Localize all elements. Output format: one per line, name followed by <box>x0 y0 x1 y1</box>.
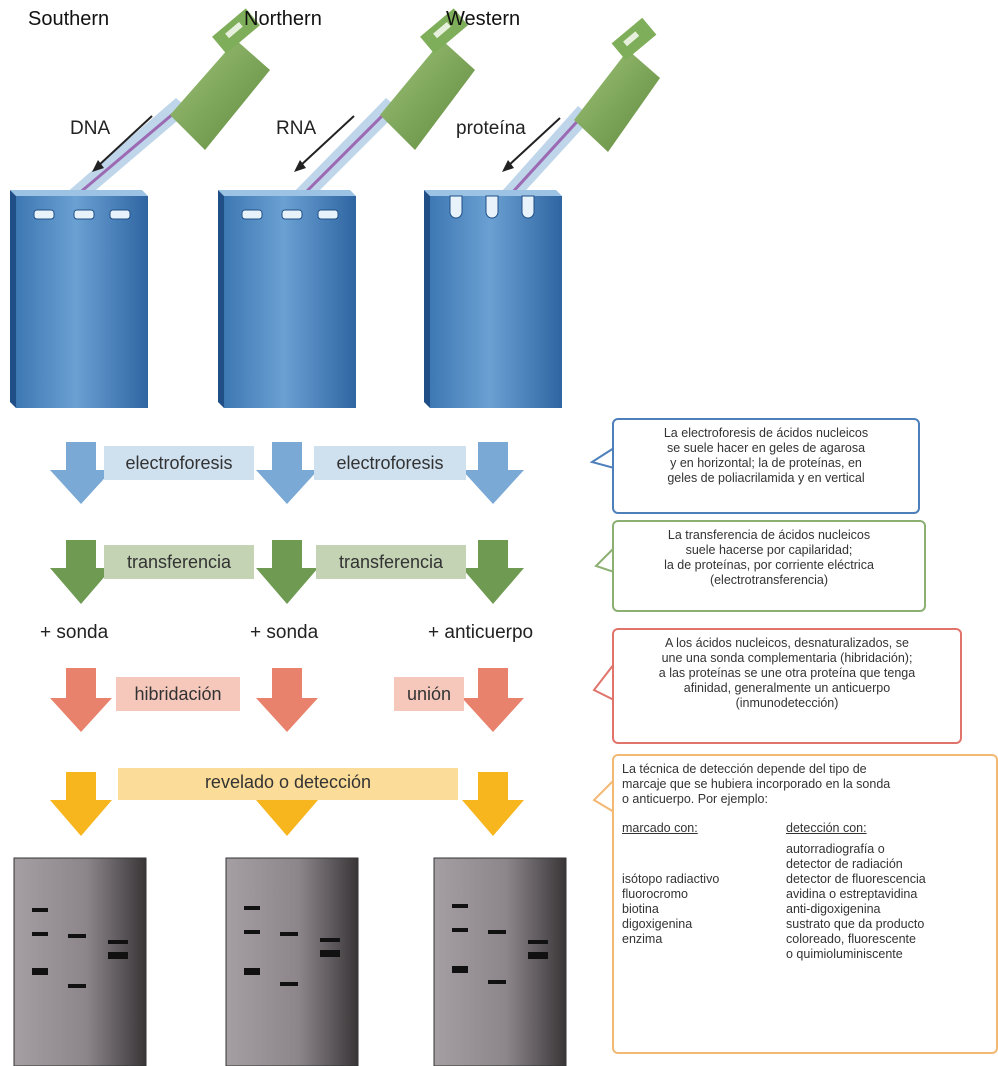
title-western: Western <box>446 8 521 30</box>
column-deteccion: detección con: autorradiografía o detect… <box>786 821 988 962</box>
note-line: o anticuerpo. Por ejemplo: <box>622 792 768 806</box>
marcado-item: fluorocromo <box>622 887 688 901</box>
note-line: La técnica de detección depende del tipo… <box>622 762 867 776</box>
note-line: se suele hacer en geles de agarosa <box>666 441 866 455</box>
sample-arrow-dna <box>92 115 153 172</box>
label-anticuerpo: + anticuerpo <box>428 622 534 643</box>
gel-southern <box>10 190 148 408</box>
title-southern: Southern <box>28 8 110 30</box>
note-line: A los ácidos nucleicos, desnaturalizados… <box>665 636 909 650</box>
note-line: y en horizontal; la de proteínas, en <box>670 456 862 470</box>
sample-arrow-rna <box>294 115 355 172</box>
marcado-item: digoxigenina <box>622 917 693 931</box>
note-line: (electrotransferencia) <box>709 573 829 587</box>
header-deteccion: detección con: <box>786 821 867 835</box>
label-sonda-northern: + sonda <box>250 622 319 643</box>
callout-tail-electroforesis <box>589 446 615 470</box>
marcado-item: enzima <box>622 932 663 946</box>
note-deteccion: La técnica de detección depende del tipo… <box>612 754 998 1054</box>
band-transferencia-1: transferencia <box>104 545 254 579</box>
label-protein: proteína <box>456 118 526 139</box>
band-electroforesis-1: electroforesis <box>104 446 254 480</box>
deteccion-item: coloreado, fluorescente <box>786 932 916 946</box>
note-line: une una sonda complementaria (hibridació… <box>661 651 913 665</box>
pipette-southern <box>58 8 270 212</box>
arrows-revelado <box>50 772 524 836</box>
band-union: unión <box>394 677 464 711</box>
marcado-item: biotina <box>622 902 659 916</box>
label-sonda-southern: + sonda <box>40 622 109 643</box>
deteccion-item: o quimioluminiscente <box>786 947 903 961</box>
note-transferencia: La transferencia de ácidos nucleicos sue… <box>612 520 926 612</box>
deteccion-item: anti-digoxigenina <box>786 902 881 916</box>
membrane-southern <box>13 857 147 1066</box>
header-marcado: marcado con: <box>622 821 698 835</box>
arrows-electroforesis <box>50 442 524 504</box>
band-transferencia-2: transferencia <box>316 545 466 579</box>
band-hibridacion: hibridación <box>116 677 240 711</box>
pipette-northern <box>286 8 475 212</box>
note-line: afinidad, generalmente un anticuerpo <box>683 681 891 695</box>
callout-tail-deteccion <box>592 777 615 814</box>
deteccion-item: detector de radiación <box>786 857 903 871</box>
band-revelado: revelado o detección <box>118 768 458 800</box>
note-line: la de proteínas, por corriente eléctrica <box>664 558 874 572</box>
note-line: (inmunodetección) <box>735 696 839 710</box>
note-line: La transferencia de ácidos nucleicos <box>667 528 871 542</box>
detection-table: marcado con: isótopo radiactivo fluorocr… <box>622 821 988 962</box>
note-deteccion-intro: La técnica de detección depende del tipo… <box>622 762 988 807</box>
pipette-western <box>494 17 660 212</box>
membrane-northern <box>225 857 359 1066</box>
note-line: La electroforesis de ácidos nucleicos <box>663 426 869 440</box>
note-line: geles de poliacrilamida y en vertical <box>667 471 865 485</box>
gel-northern <box>218 190 356 408</box>
arrows-transferencia <box>50 540 524 604</box>
deteccion-item: avidina o estreptavidina <box>786 887 918 901</box>
column-marcado: marcado con: isótopo radiactivo fluorocr… <box>622 821 772 962</box>
label-dna: DNA <box>70 118 111 139</box>
label-rna: RNA <box>276 118 317 139</box>
note-electroforesis: La electroforesis de ácidos nucleicos se… <box>612 418 920 514</box>
deteccion-item: autorradiografía o <box>786 842 885 856</box>
membrane-western <box>433 857 567 1066</box>
deteccion-item: detector de fluorescencia <box>786 872 926 886</box>
deteccion-item: sustrato que da producto <box>786 917 925 931</box>
note-line: a las proteínas se une otra proteína que… <box>658 666 916 680</box>
note-line: suele hacerse por capilaridad; <box>685 543 853 557</box>
sample-arrow-protein <box>502 117 561 172</box>
note-line: marcaje que se hubiera incorporado en la… <box>622 777 891 791</box>
note-hibridacion: A los ácidos nucleicos, desnaturalizados… <box>612 628 962 744</box>
marcado-item: isótopo radiactivo <box>622 872 720 886</box>
title-northern: Northern <box>244 8 322 30</box>
arrows-hibridacion <box>50 668 524 732</box>
gel-western <box>424 190 562 408</box>
band-electroforesis-2: electroforesis <box>314 446 466 480</box>
callout-tail-hibridacion <box>592 661 615 702</box>
